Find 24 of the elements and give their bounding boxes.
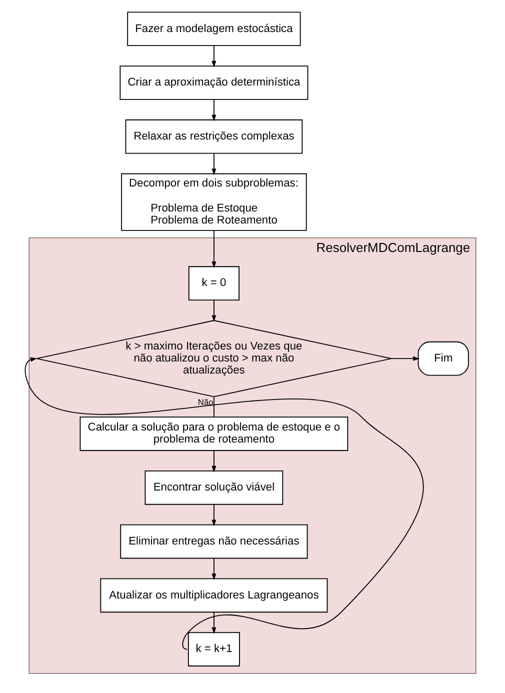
arrow <box>212 153 216 176</box>
arrow <box>24 357 424 650</box>
edge-label: Não <box>198 396 214 407</box>
arrow <box>212 450 216 472</box>
node-box: Encontrar solução viável <box>144 470 284 505</box>
node-box: Eliminar entregas não necessárias <box>120 524 308 559</box>
node-box: k = 0 <box>188 266 240 301</box>
node-box: Calcular a solução para o problema de estoque e o problema de roteamento <box>80 416 348 451</box>
arrow <box>212 45 216 68</box>
arrow <box>212 230 216 268</box>
arrow <box>212 504 216 526</box>
node-box: Decompor em dois subproblemas: Problema de Estoque Problema de Roteamento <box>121 173 307 231</box>
arrow <box>212 558 216 580</box>
node-diamond: k > maximo Iterações ou Vezes que não atualizou o custo > max não atualizações <box>36 320 392 398</box>
arrow <box>390 356 420 361</box>
node-box: Fim <box>418 341 469 376</box>
arrow <box>212 612 216 634</box>
node-box: Criar a aproximação determinística <box>120 66 308 100</box>
node-box: Fazer a modelagem estocástica <box>127 12 301 46</box>
node-box: Atualizar os multiplicadores Lagrangeanos <box>100 578 328 613</box>
node-box: k = k+1 <box>188 632 240 666</box>
node-box: Relaxar as restrições complexas <box>125 119 303 154</box>
arrow <box>212 99 216 122</box>
arrow <box>212 300 216 322</box>
